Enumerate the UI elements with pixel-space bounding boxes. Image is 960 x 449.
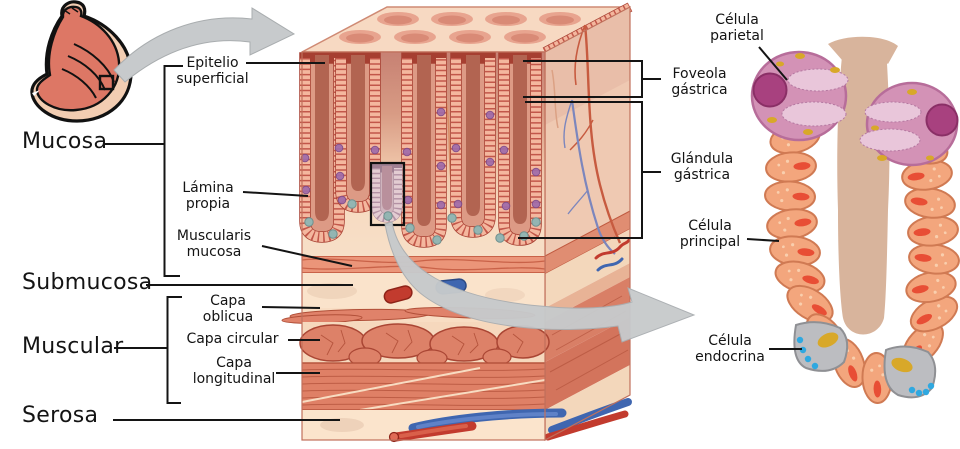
label-serosa: Serosa: [22, 403, 99, 428]
label-celula-parietal: Célula parietal: [710, 12, 764, 44]
label-mucosa: Mucosa: [22, 129, 108, 154]
label-epitelio-superficial: Epitelio superficial: [176, 55, 249, 87]
label-muscular: Muscular: [22, 334, 124, 359]
gastric-glands: [299, 52, 542, 248]
endocrine-cell-dots: [304, 199, 541, 245]
circular-muscle-layer: [299, 322, 550, 367]
block-side-face: [544, 6, 632, 441]
longitudinal-muscle-layer: [301, 362, 546, 411]
leader-lines: [103, 46, 802, 421]
label-glandula-gastrica: Glándula gástrica: [670, 151, 734, 183]
arrow-block-to-gland-icon: [384, 221, 696, 343]
label-celula-endocrina: Célula endocrina: [695, 333, 765, 365]
label-capa-longitudinal: Capa longitudinal: [192, 355, 276, 387]
sample-box: [98, 74, 115, 91]
label-celula-principal: Célula principal: [679, 218, 741, 250]
gland-illustration: [750, 36, 960, 405]
endocrine-cells: [793, 321, 937, 399]
label-capa-oblicua: Capa oblicua: [202, 293, 254, 325]
gastric-pits-top: [339, 12, 581, 44]
label-lamina-propia: Lámina propia: [182, 180, 234, 212]
parietal-cells: [750, 50, 959, 167]
label-submucosa: Submucosa: [22, 270, 153, 295]
arrow-stomach-to-block-icon: [113, 7, 296, 83]
stomach-icon: [30, 0, 133, 123]
label-capa-circular: Capa circular: [186, 331, 279, 347]
label-muscularis-mucosa: Muscularis mucosa: [176, 228, 252, 260]
parietal-cell-dots: [300, 107, 541, 211]
serosa-layer: [302, 408, 567, 443]
tissue-block-illustration: [281, 2, 633, 443]
label-foveola-gastrica: Foveola gástrica: [671, 66, 728, 98]
